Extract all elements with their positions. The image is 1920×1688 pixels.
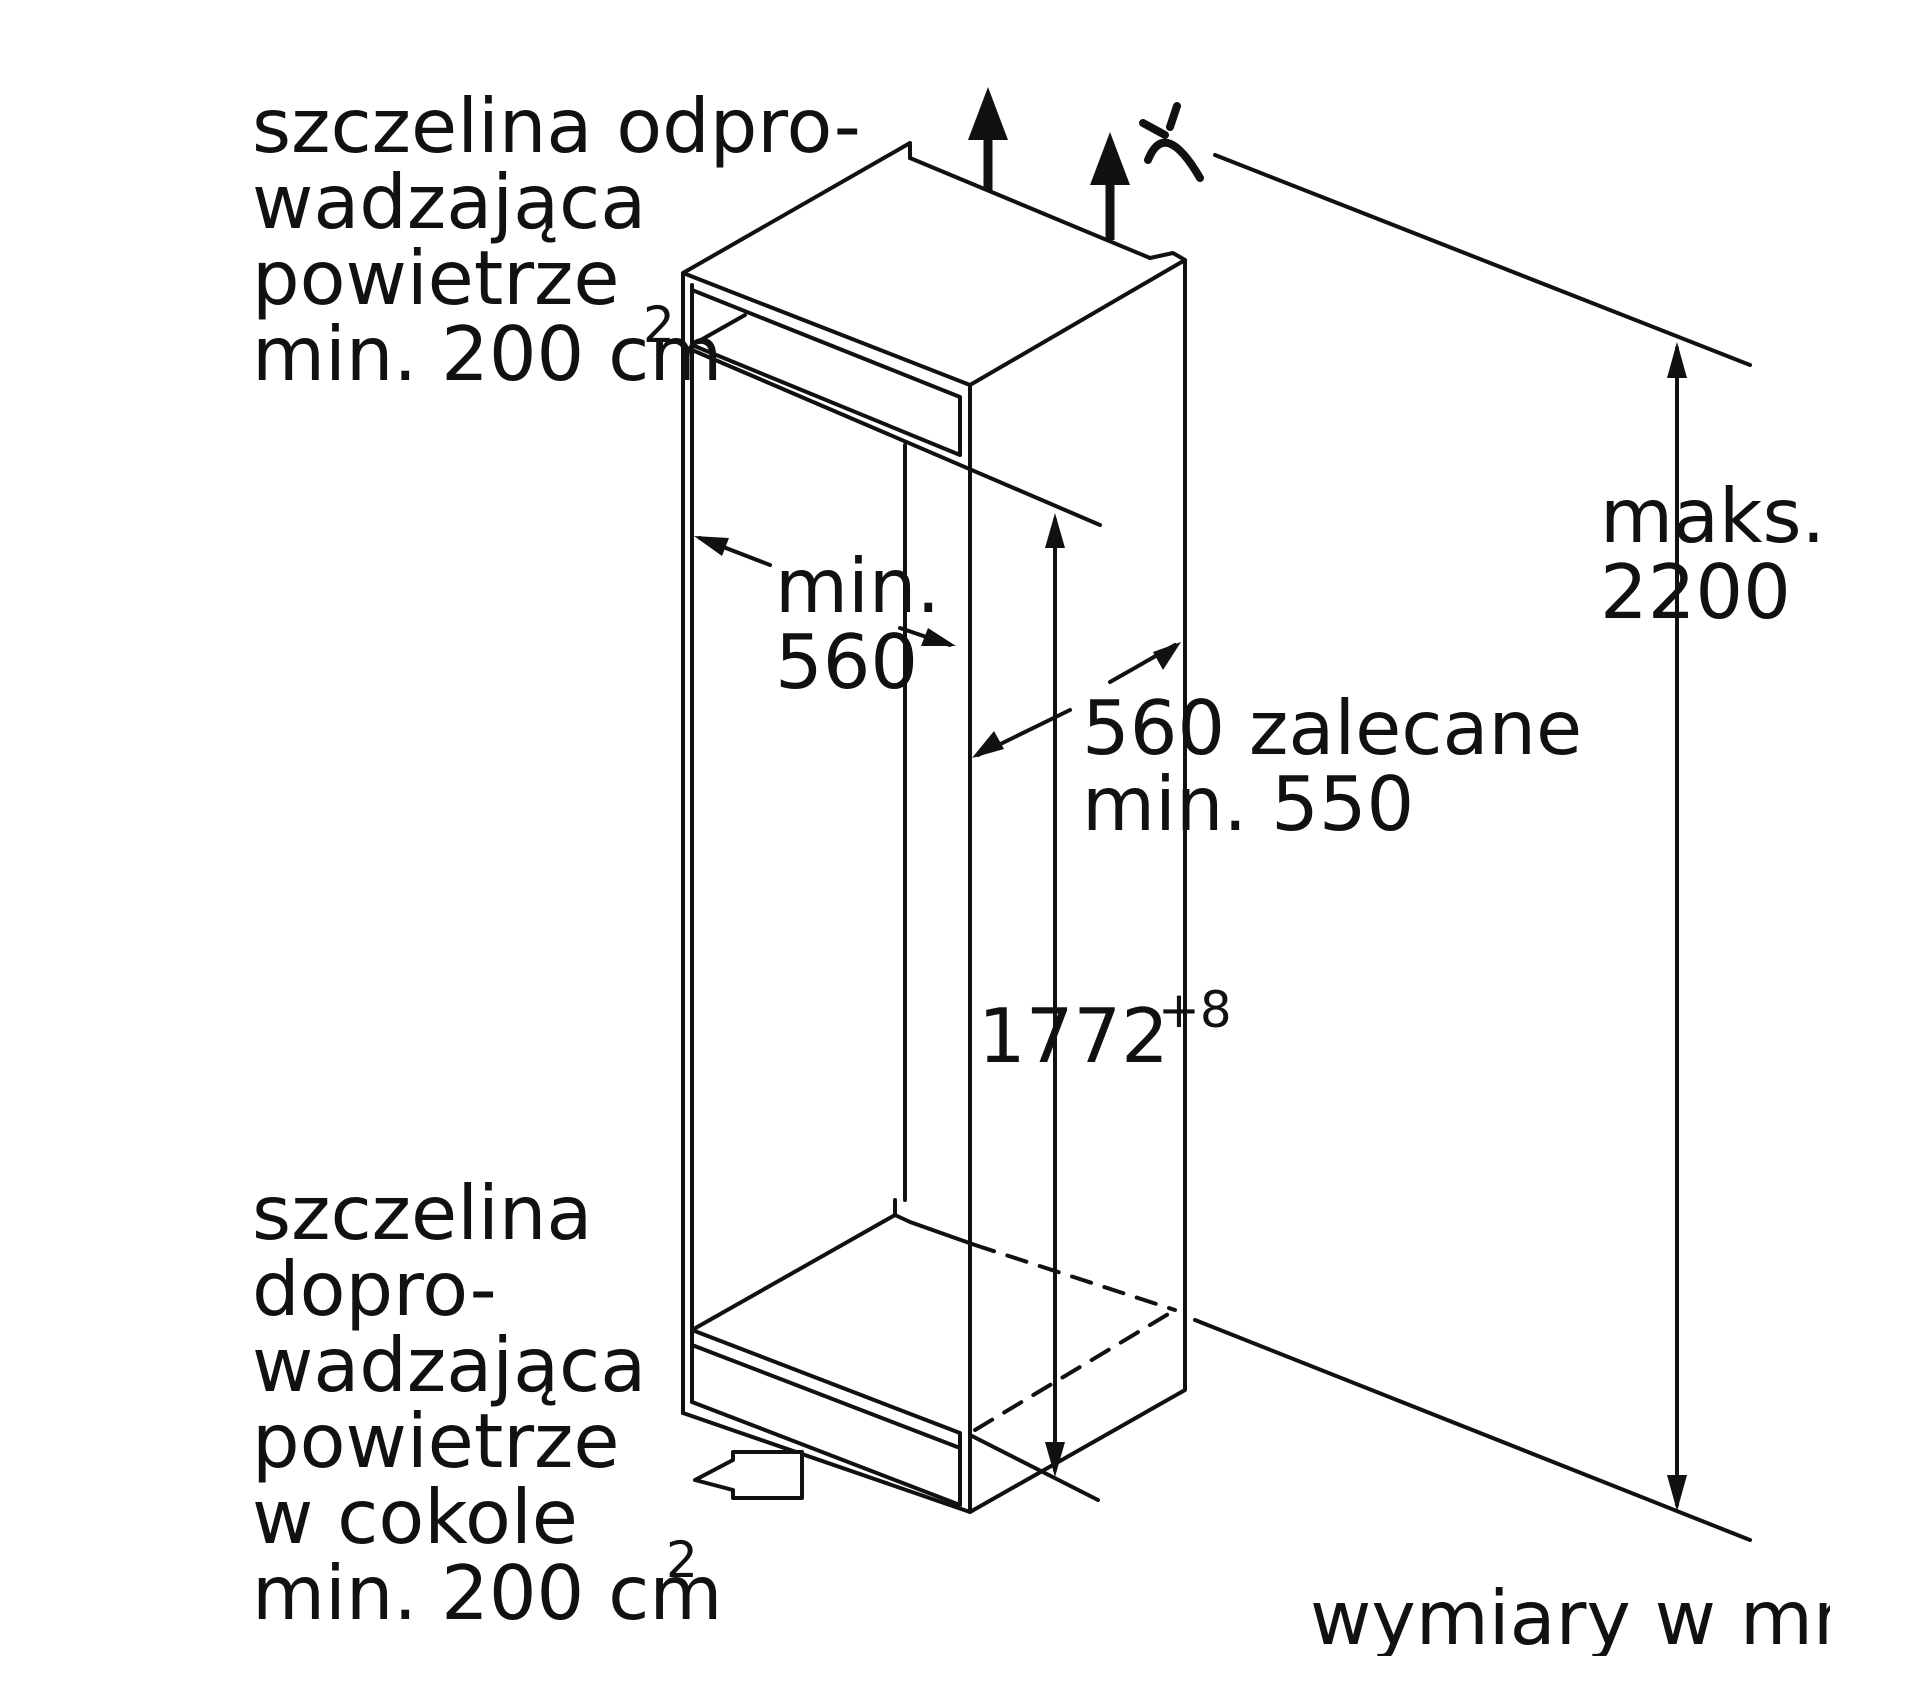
max-height-label: maks. 2200 [1600, 478, 1825, 630]
air-outflow-arrow-icon [1090, 132, 1130, 240]
top-slot-superscript: 2 [643, 296, 675, 354]
plinth-panel [690, 1328, 1100, 1507]
units-note: wymiary w mm [1310, 1580, 1830, 1656]
bottom-slot-line-3: wadzająca [252, 1321, 647, 1409]
bottom-slot-line-1: szczelina [252, 1169, 593, 1257]
niche-height-value: 1772 [978, 992, 1169, 1080]
niche-width-label: min. 560 [775, 548, 940, 700]
bottom-slot-superscript: 2 [666, 1531, 698, 1589]
power-plug-icon [1139, 102, 1204, 182]
bottom-slot-line-4: powietrze [252, 1397, 620, 1485]
niche-depth-line-2: min. 550 [1082, 760, 1415, 848]
top-slot-line-2: wadzająca [252, 158, 647, 246]
cabinet-outline [681, 141, 1187, 1514]
top-slot-line-3: powietrze [252, 234, 620, 322]
niche-width-line-1: min. [775, 542, 941, 630]
air-inflow-arrow-icon [693, 1450, 804, 1500]
max-height-line-2: 2200 [1600, 548, 1791, 636]
air-outflow-arrow-icon [968, 87, 1008, 190]
niche-height-tolerance: +8 [1158, 981, 1232, 1039]
top-vent-panel [690, 288, 1102, 527]
niche-depth-line-1: 560 zalecane [1082, 684, 1583, 772]
top-slot-line-4: min. 200 cm [252, 310, 723, 398]
max-height-dimension [1193, 153, 1752, 1542]
niche-floor-dashed [973, 1243, 1177, 1432]
bottom-slot-line-5: w cokole [252, 1473, 578, 1561]
dimension-arrowheads [694, 342, 1687, 1511]
niche-width-line-2: 560 [775, 618, 919, 706]
max-height-line-1: maks. [1600, 472, 1826, 560]
top-slot-label: szczelina odpro- wadzająca powietrze min… [252, 88, 861, 392]
inner-back-edges [690, 443, 977, 1332]
bottom-slot-label: szczelina dopro- wadzająca powietrze w c… [252, 1175, 722, 1631]
bottom-slot-line-2: dopro- [252, 1245, 497, 1333]
top-slot-line-1: szczelina odpro- [252, 82, 861, 170]
niche-depth-label: 560 zalecane min. 550 [1082, 690, 1582, 842]
bottom-slot-line-6: min. 200 cm [252, 1549, 723, 1637]
